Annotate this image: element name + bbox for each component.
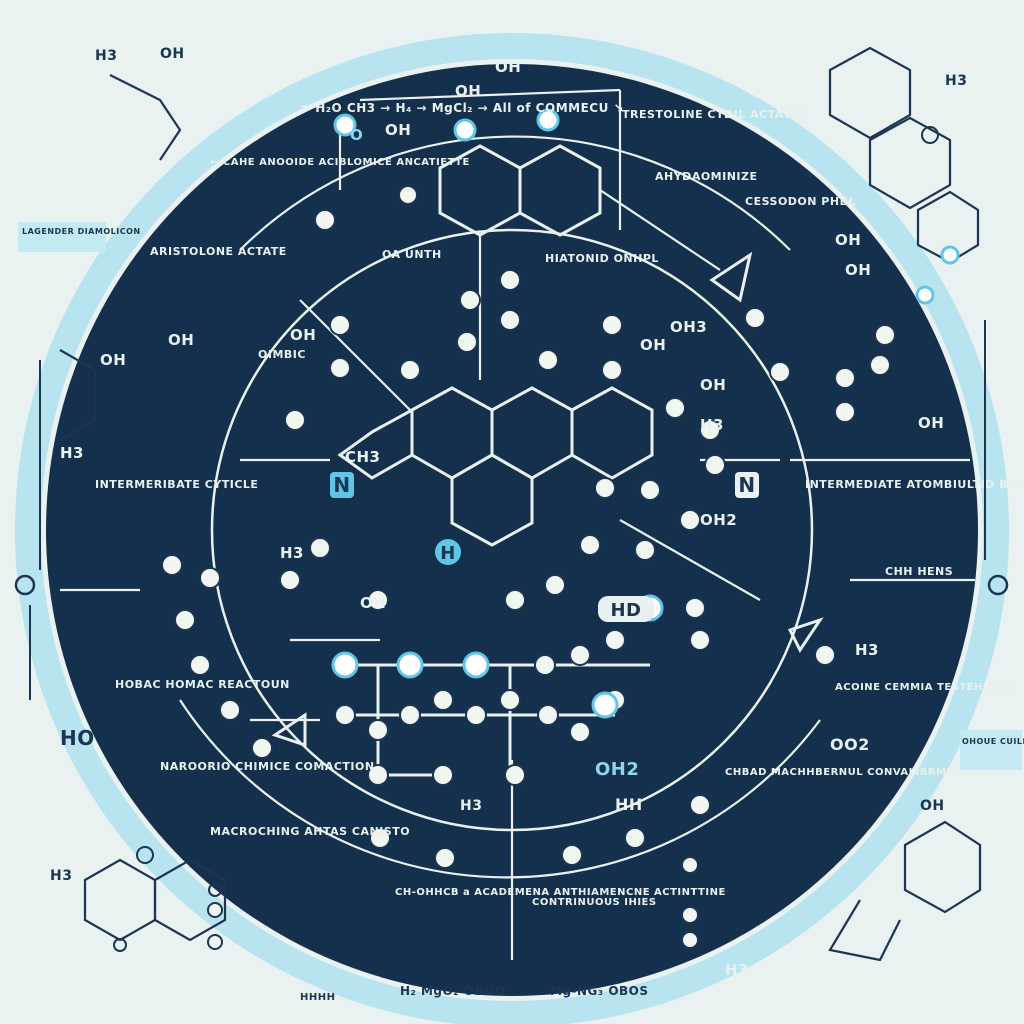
oh-atom-far-right: OH xyxy=(835,231,861,249)
nanorio-label: NAROORIO CHIMICE COMACTION xyxy=(160,760,375,773)
nitrogen-atom-left: N xyxy=(333,473,350,497)
ch3-atom: CH3 xyxy=(345,448,381,466)
h3-atom-center-left: H3 xyxy=(280,544,304,562)
oh-atom-left-4: OH xyxy=(100,351,126,369)
h3-atom-right: H3 xyxy=(700,416,724,434)
oh-atom-left-2: OH xyxy=(290,326,316,344)
h3-label: H3 xyxy=(460,798,482,814)
dark-disc xyxy=(46,64,978,996)
oimbic-label: OIMBIC xyxy=(258,348,306,361)
hd-atom: HD xyxy=(610,600,641,621)
top-formula-text: = H₂O CH3 → H₄ → MgCl₂ → All of COMMECU … xyxy=(300,101,624,115)
oh-atom-top: OH xyxy=(495,58,521,76)
corner-molecules xyxy=(14,46,1009,962)
anhydro-label: AHYDAOMINIZE xyxy=(655,170,758,183)
trestoline-label: TRESTOLINE CTDIL ACTATTE xyxy=(622,108,807,121)
lower-cycle-arc xyxy=(179,699,821,879)
atom-annotations: OH OH OH OH OH OH OH OH OH OH OH OH OH2 … xyxy=(60,58,944,979)
oh-corner-tl: OH xyxy=(160,46,185,62)
o-atom-blue: O xyxy=(350,126,363,144)
atom-nodes xyxy=(161,108,896,950)
oa-unth-label: OA UNTH xyxy=(382,248,442,261)
chbad-label: CHBAD MACHHBERNUL CONVALIBRMERS ONTEESTO… xyxy=(725,767,1024,778)
bottom-right-label: Mg-NG₃ OBOS xyxy=(550,984,649,998)
macroching-label: MACROCHING AHTAS CANISTO xyxy=(210,825,410,838)
oh-atom-edge: OH xyxy=(918,414,944,432)
right-legend-box: OHOUE CUILNE POONE xyxy=(962,737,1024,746)
acoine-label: ACOINE CEMMIA TESTEHHUM xyxy=(835,682,1011,693)
hh-label: HH xyxy=(615,795,643,814)
upper-cycle-arc xyxy=(239,135,791,251)
cessodon-label: CESSODON PHBL xyxy=(745,195,856,208)
hoac-reaction-label: HOBAC HOMAC REACTOUN xyxy=(115,678,290,691)
oh-corner-br: OH xyxy=(920,798,945,814)
hydrogen-atom-center: H xyxy=(440,543,456,564)
nitrogen-atom-right: N xyxy=(738,473,755,497)
intermediate-right-label: INTERMEDIATE ATOMBIULTID BEEARD CYLD xyxy=(805,478,1024,491)
oh-atom-far-right-2: OH xyxy=(845,261,871,279)
oh-atom-left-3: OH xyxy=(168,331,194,349)
ch-hen-label: CHH HENS xyxy=(885,565,953,578)
oh-atom-lower: OH xyxy=(360,594,386,612)
h3-corner-bl: H3 xyxy=(50,868,72,884)
oh-atom-right: OH xyxy=(640,336,666,354)
outer-labels: LAGENDER DIAMOLICON OHOUE CUILNE POONE H… xyxy=(18,46,1024,1003)
outer-halo-ring xyxy=(15,33,1009,1024)
hiatonid-label: HIATONID ONHPL xyxy=(545,252,659,265)
ho-label: HO xyxy=(60,726,95,750)
top-left-note: ← CAHE ANOOIDE ACIBLOMICE ANCATIETTE xyxy=(210,157,470,168)
oh-atom-left: OH xyxy=(385,121,411,139)
left-legend-box: LAGENDER DIAMOLICON xyxy=(22,227,141,236)
central-fused-rings xyxy=(337,144,654,547)
contrinuous-label: CONTRINUOUS IHIES xyxy=(532,897,657,908)
h3-atom-bottom: H3 xyxy=(725,961,749,979)
oh-atom-right-2: OH xyxy=(700,376,726,394)
h3-corner-tl: H3 xyxy=(95,48,117,64)
oh-atom-top-left: OH xyxy=(455,82,481,100)
h3-atom-lower-right: H3 xyxy=(855,641,879,659)
oxo2-label: OO2 xyxy=(830,735,870,754)
oh2-label: OH2 xyxy=(595,759,639,780)
inner-labels: = H₂O CH3 → H₄ → MgCl₂ → All of COMMECU … xyxy=(95,101,1024,908)
bottom-mid-label: H₂ MgO₂ OBOO xyxy=(400,984,505,998)
oh2-atom-right: OH2 xyxy=(700,511,737,529)
h3-atom-left: H3 xyxy=(60,444,84,462)
cn-chain-label: CH-OHHCB a ACADEMENA ANTHIAMENCNE ACTINT… xyxy=(395,887,726,898)
intermediate-left-label: INTERMERIBATE CYTICLE xyxy=(95,478,258,491)
h3-corner-tr: H3 xyxy=(945,73,967,89)
bottom-left-label: HHHH xyxy=(300,992,335,1003)
arabolone-label: ARISTOLONE ACTATE xyxy=(150,245,287,258)
oh3-atom: OH3 xyxy=(670,318,707,336)
highlighted-atoms: N N H HD xyxy=(330,472,759,622)
